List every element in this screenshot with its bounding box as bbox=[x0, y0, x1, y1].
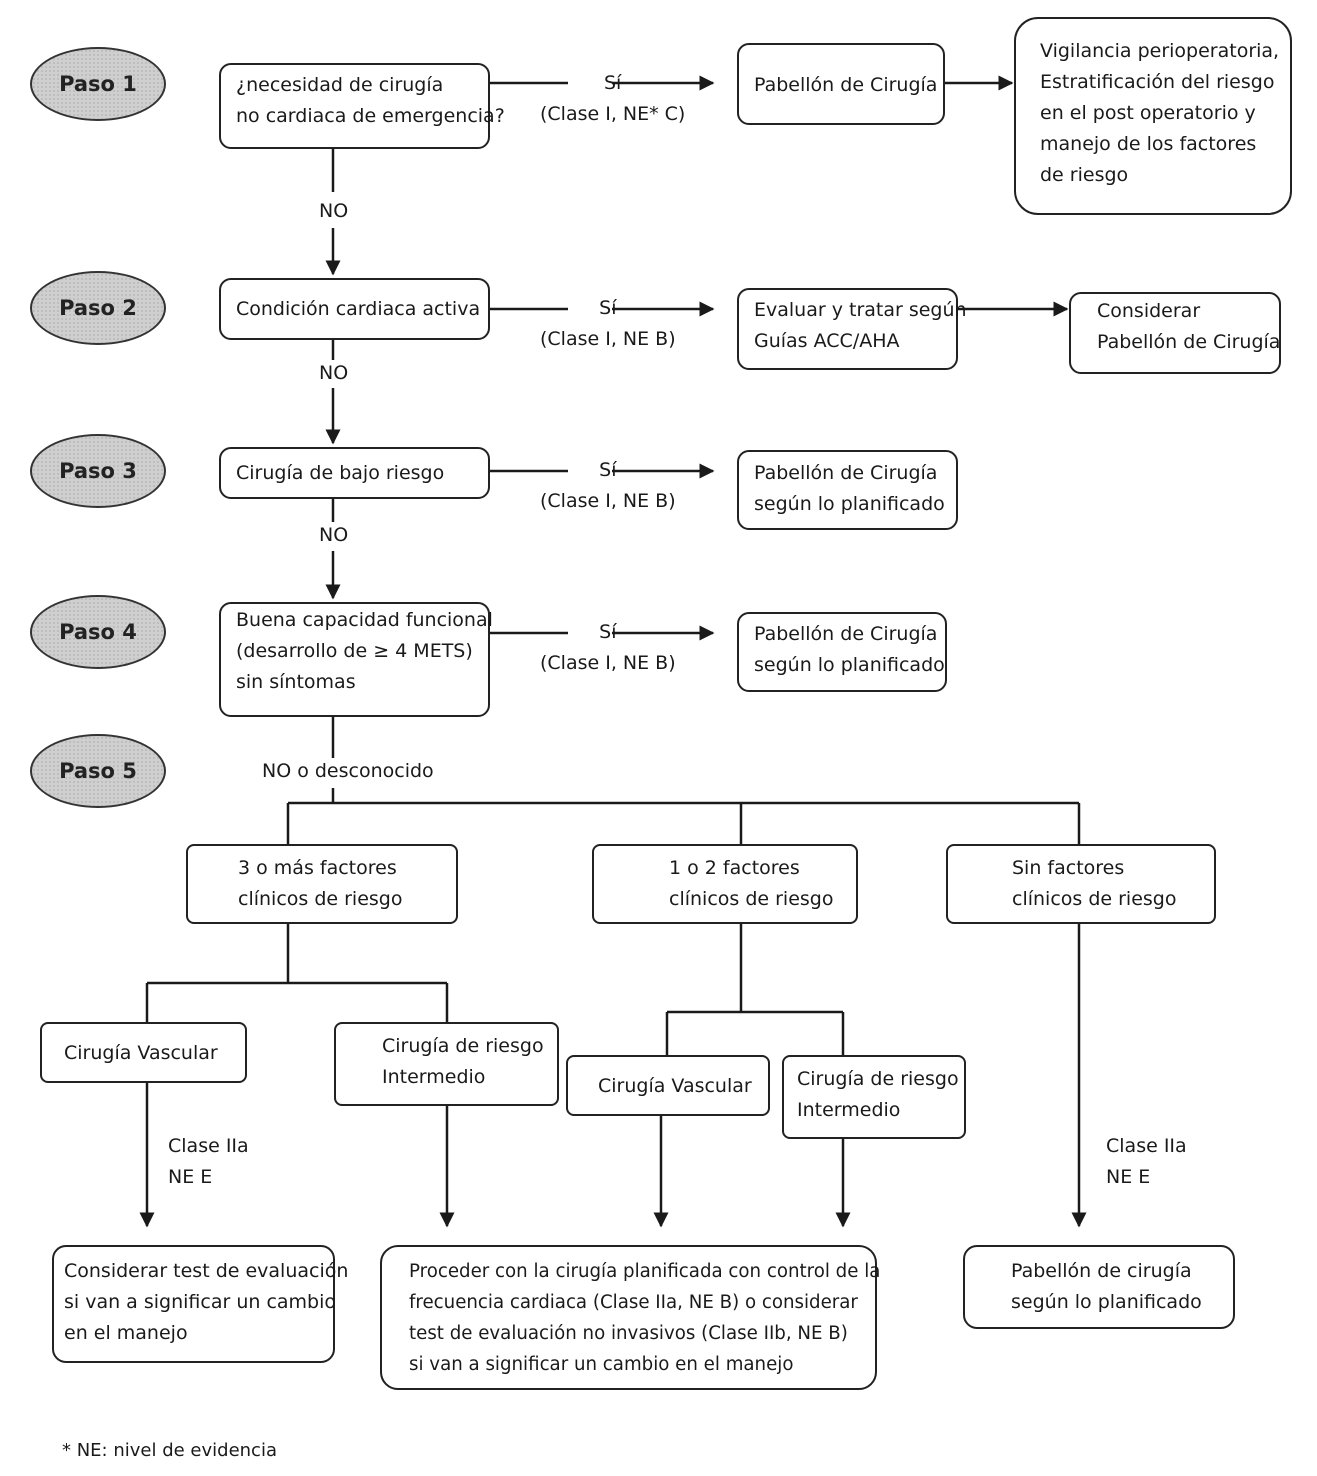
yes-label-2-class: (Clase I, NE B) bbox=[540, 328, 676, 350]
yes-label-4: Sí (Clase I, NE B) bbox=[540, 617, 676, 679]
final-1-line-1: Considerar test de evaluación bbox=[64, 1260, 349, 1282]
step-2-oval: Paso 2 bbox=[30, 271, 166, 345]
final-2-line-2: frecuencia cardiaca (Clase IIa, NE B) o … bbox=[409, 1292, 858, 1313]
outcome-2-line-2: Guías ACC/AHA bbox=[754, 330, 900, 352]
no-label-3: NO bbox=[319, 524, 349, 546]
footnote: * NE: nivel de evidencia bbox=[62, 1440, 277, 1461]
class-label-2-line-1: Clase IIa bbox=[1106, 1135, 1187, 1157]
yes-label-1-si: Sí bbox=[604, 72, 622, 94]
step-5-oval: Paso 5 bbox=[30, 734, 166, 808]
outcome-1b-line-3: en el post operatorio y bbox=[1040, 102, 1256, 124]
surgery-3-line-1: Cirugía Vascular bbox=[598, 1075, 752, 1097]
final-1-line-2: si van a significar un cambio bbox=[64, 1291, 337, 1313]
class-label-1-line-2: NE E bbox=[168, 1166, 213, 1188]
surgery-intermediate-2: Cirugía de riesgo Intermedio bbox=[782, 1055, 966, 1139]
outcome-1b-line-1: Vigilancia perioperatoria, bbox=[1040, 40, 1280, 62]
surgery-intermediate-1: Cirugía de riesgo Intermedio bbox=[334, 1022, 559, 1106]
risk-group-2-line-1: 1 o 2 factores bbox=[669, 857, 800, 879]
outcome-2-line-1: Evaluar y tratar según bbox=[754, 299, 967, 321]
class-label-1: Clase IIa NE E bbox=[168, 1131, 249, 1193]
outcome-evaluate-treat-guidelines: Evaluar y tratar según Guías ACC/AHA bbox=[737, 288, 967, 370]
surgery-1-line-1: Cirugía Vascular bbox=[64, 1042, 218, 1064]
class-label-2: Clase IIa NE E bbox=[1106, 1131, 1187, 1193]
decision-functional-capacity: Buena capacidad funcional (desarrollo de… bbox=[219, 602, 493, 717]
final-2-line-4: si van a significar un cambio en el mane… bbox=[409, 1354, 794, 1375]
outcome-planned-surgery-3: Pabellón de Cirugía según lo planificado bbox=[737, 450, 958, 530]
risk-group-3-or-more: 3 o más factores clínicos de riesgo bbox=[186, 844, 458, 924]
outcome-1b-line-5: de riesgo bbox=[1040, 164, 1129, 186]
yes-label-3-class: (Clase I, NE B) bbox=[540, 490, 676, 512]
risk-group-1-line-2: clínicos de riesgo bbox=[238, 888, 403, 910]
final-3-line-2: según lo planificado bbox=[1011, 1291, 1202, 1313]
decision-1-line-1: ¿necesidad de cirugía bbox=[236, 74, 444, 96]
outcome-consider-operating-room: Considerar Pabellón de Cirugía bbox=[1069, 292, 1281, 374]
no-label-4: NO o desconocido bbox=[262, 760, 434, 782]
class-label-1-line-1: Clase IIa bbox=[168, 1135, 249, 1157]
yes-label-2: Sí (Clase I, NE B) bbox=[540, 293, 676, 355]
yes-label-4-class: (Clase I, NE B) bbox=[540, 652, 676, 674]
decision-3-line-1: Cirugía de bajo riesgo bbox=[236, 462, 445, 484]
risk-group-3-line-1: Sin factores bbox=[1012, 857, 1125, 879]
no-label-1: NO bbox=[319, 200, 349, 222]
no-label-2: NO bbox=[319, 362, 349, 384]
outcome-planned-surgery-4: Pabellón de Cirugía según lo planificado bbox=[737, 612, 947, 692]
surgery-2-line-2: Intermedio bbox=[382, 1066, 486, 1088]
yes-label-3: Sí (Clase I, NE B) bbox=[540, 455, 676, 517]
outcome-1b-line-4: manejo de los factores bbox=[1040, 133, 1257, 155]
risk-group-1-or-2: 1 o 2 factores clínicos de riesgo bbox=[592, 844, 858, 924]
final-consider-evaluation-test: Considerar test de evaluación si van a s… bbox=[52, 1245, 349, 1363]
risk-group-1-line-1: 3 o más factores bbox=[238, 857, 397, 879]
outcome-2b-line-2: Pabellón de Cirugía bbox=[1097, 331, 1281, 353]
outcome-1b-line-2: Estratificación del riesgo bbox=[1040, 71, 1275, 93]
step-3-oval: Paso 3 bbox=[30, 434, 166, 508]
decision-emergency-surgery: ¿necesidad de cirugía no cardiaca de eme… bbox=[219, 63, 505, 149]
risk-group-none: Sin factores clínicos de riesgo bbox=[946, 844, 1216, 924]
decision-1-line-2: no cardiaca de emergencia? bbox=[236, 105, 505, 127]
decision-active-cardiac-condition: Condición cardiaca activa bbox=[219, 278, 490, 340]
final-planned-operating-room: Pabellón de cirugía según lo planificado bbox=[963, 1245, 1235, 1329]
surgery-4-line-1: Cirugía de riesgo bbox=[797, 1068, 959, 1090]
outcome-4-line-2: según lo planificado bbox=[754, 654, 945, 676]
yes-label-3-si: Sí bbox=[599, 459, 617, 481]
outcome-4-line-1: Pabellón de Cirugía bbox=[754, 623, 938, 645]
outcome-perioperative-surveillance: Vigilancia perioperatoria, Estratificaci… bbox=[1014, 17, 1292, 215]
outcome-3-line-2: según lo planificado bbox=[754, 493, 945, 515]
outcome-2b-line-1: Considerar bbox=[1097, 300, 1201, 322]
outcome-3-line-1: Pabellón de Cirugía bbox=[754, 462, 938, 484]
final-proceed-planned-surgery: Proceder con la cirugía planificada con … bbox=[380, 1245, 881, 1390]
surgery-vascular-2: Cirugía Vascular bbox=[566, 1055, 770, 1116]
yes-label-1: Sí (Clase I, NE* C) bbox=[540, 68, 685, 130]
decision-low-risk-surgery: Cirugía de bajo riesgo bbox=[219, 447, 490, 499]
yes-label-1-class: (Clase I, NE* C) bbox=[540, 103, 686, 125]
decision-4-line-2: (desarrollo de ≥ 4 METS) bbox=[236, 640, 473, 662]
surgery-2-line-1: Cirugía de riesgo bbox=[382, 1035, 544, 1057]
class-label-2-line-2: NE E bbox=[1106, 1166, 1151, 1188]
final-3-line-1: Pabellón de cirugía bbox=[1011, 1260, 1192, 1282]
final-2-line-3: test de evaluación no invasivos (Clase I… bbox=[409, 1323, 848, 1344]
decision-4-line-3: sin síntomas bbox=[236, 671, 356, 693]
outcome-1-line-1: Pabellón de Cirugía bbox=[754, 74, 938, 96]
final-1-line-3: en el manejo bbox=[64, 1322, 188, 1344]
risk-group-2-line-2: clínicos de riesgo bbox=[669, 888, 834, 910]
risk-group-3-line-2: clínicos de riesgo bbox=[1012, 888, 1177, 910]
yes-label-2-si: Sí bbox=[599, 297, 617, 319]
final-2-line-1: Proceder con la cirugía planificada con … bbox=[409, 1261, 881, 1282]
decision-4-line-1: Buena capacidad funcional bbox=[236, 609, 493, 631]
yes-label-4-si: Sí bbox=[599, 621, 617, 643]
outcome-operating-room: Pabellón de Cirugía bbox=[737, 43, 945, 125]
step-4-oval: Paso 4 bbox=[30, 595, 166, 669]
surgery-vascular-1: Cirugía Vascular bbox=[40, 1022, 247, 1083]
surgery-4-line-2: Intermedio bbox=[797, 1099, 901, 1121]
decision-2-line-1: Condición cardiaca activa bbox=[236, 298, 481, 320]
step-1-oval: Paso 1 bbox=[30, 47, 166, 121]
